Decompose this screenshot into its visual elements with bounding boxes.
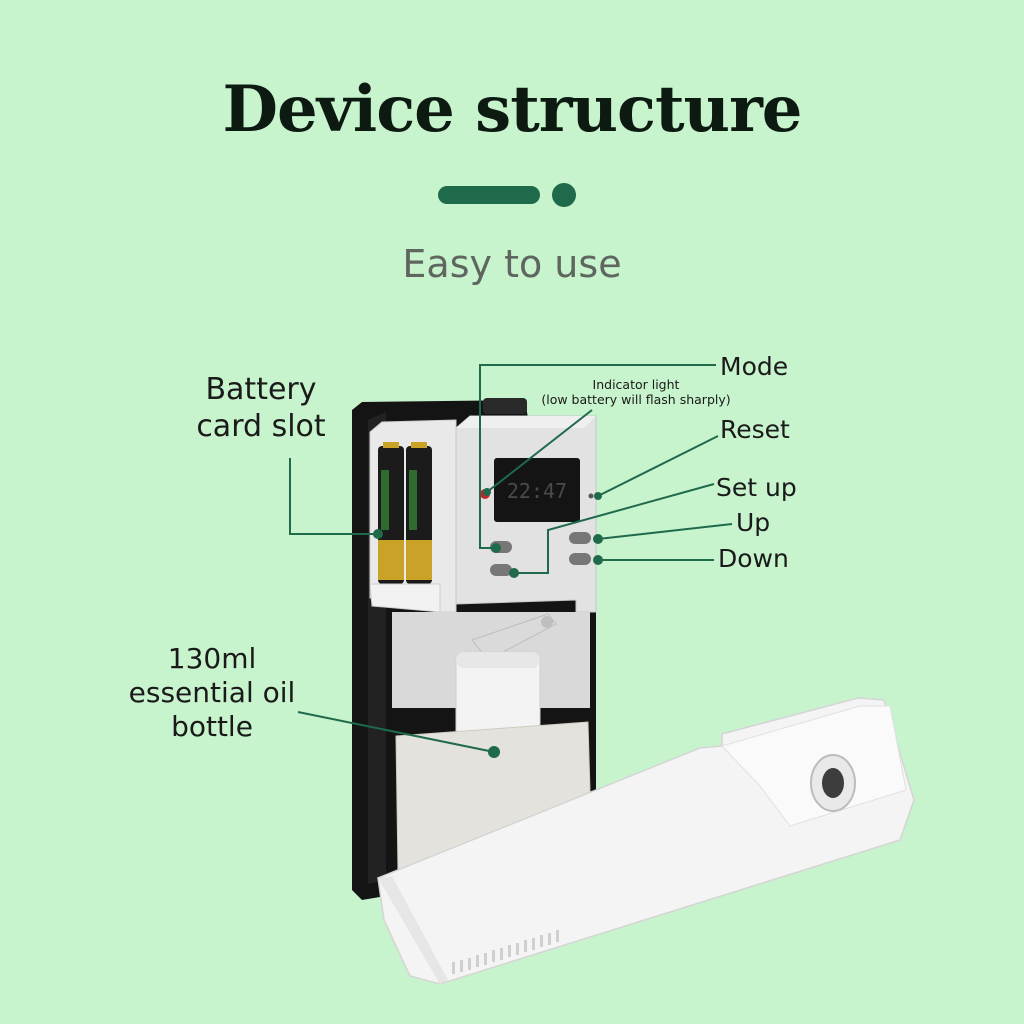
up-button: [569, 532, 591, 544]
label-reset: Reset: [720, 415, 790, 444]
label-oil-bottle: 130ml essential oil bottle: [128, 642, 296, 744]
page-subtitle: Easy to use: [402, 242, 622, 286]
callout-line-indicator: [486, 409, 593, 493]
title-divider-dot: [552, 183, 576, 207]
title-divider-bar: [438, 186, 540, 204]
callout-line-bottle: [297, 711, 495, 753]
label-battery-slot: Battery card slot: [196, 372, 326, 444]
callout-line-reset: [597, 435, 719, 497]
lcd-display: [494, 458, 580, 522]
device-top-clip: [483, 398, 527, 414]
reset-pinhole: [588, 493, 594, 499]
label-indicator-light: Indicator light (low battery will flash …: [541, 377, 731, 407]
page-title: Device structure: [222, 72, 802, 147]
setup-button: [490, 564, 512, 576]
callout-line-mode: [479, 364, 716, 549]
label-setup: Set up: [716, 473, 797, 502]
cover-vent: [452, 930, 559, 974]
callout-line-up: [597, 523, 733, 540]
callout-line-setup: [514, 483, 715, 574]
down-button: [569, 553, 591, 565]
label-up: Up: [736, 508, 771, 537]
label-mode: Mode: [720, 352, 789, 381]
lcd-time: 22:47: [507, 479, 567, 503]
label-down: Down: [718, 544, 789, 573]
callout-line-battery: [289, 458, 378, 535]
